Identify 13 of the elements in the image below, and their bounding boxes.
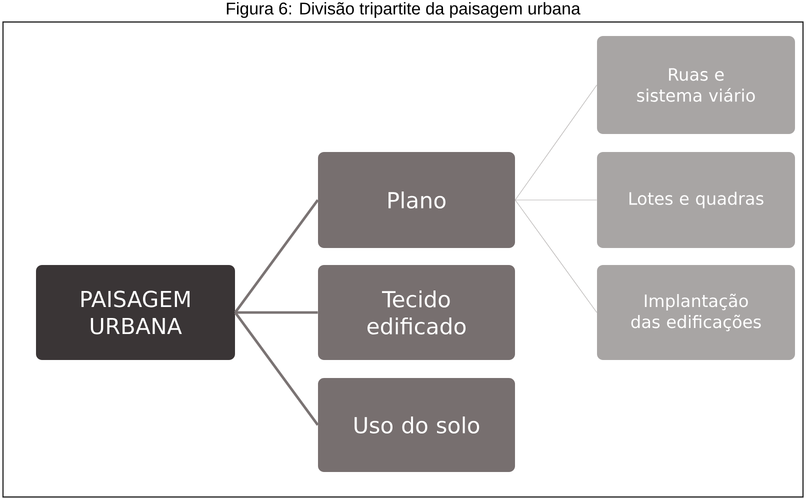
subcategory-box: Lotes e quadras bbox=[597, 152, 795, 248]
connector-line bbox=[234, 312, 319, 426]
subcategory-box: Ruas e sistema viário bbox=[597, 36, 795, 134]
category-box: Uso do solo bbox=[318, 378, 515, 472]
connector-line bbox=[514, 84, 598, 200]
category-box: Plano bbox=[318, 152, 515, 248]
category-box: Tecido edificado bbox=[318, 265, 515, 360]
figure-title: Figura 6: Divisão tripartite da paisagem urbana bbox=[226, 2, 580, 18]
connector-line bbox=[235, 311, 318, 314]
root-box: PAISAGEM URBANA bbox=[36, 265, 235, 360]
connector-line bbox=[234, 199, 319, 314]
connector-line bbox=[514, 200, 598, 313]
subcategory-box: Implantação das edificações bbox=[597, 265, 795, 360]
